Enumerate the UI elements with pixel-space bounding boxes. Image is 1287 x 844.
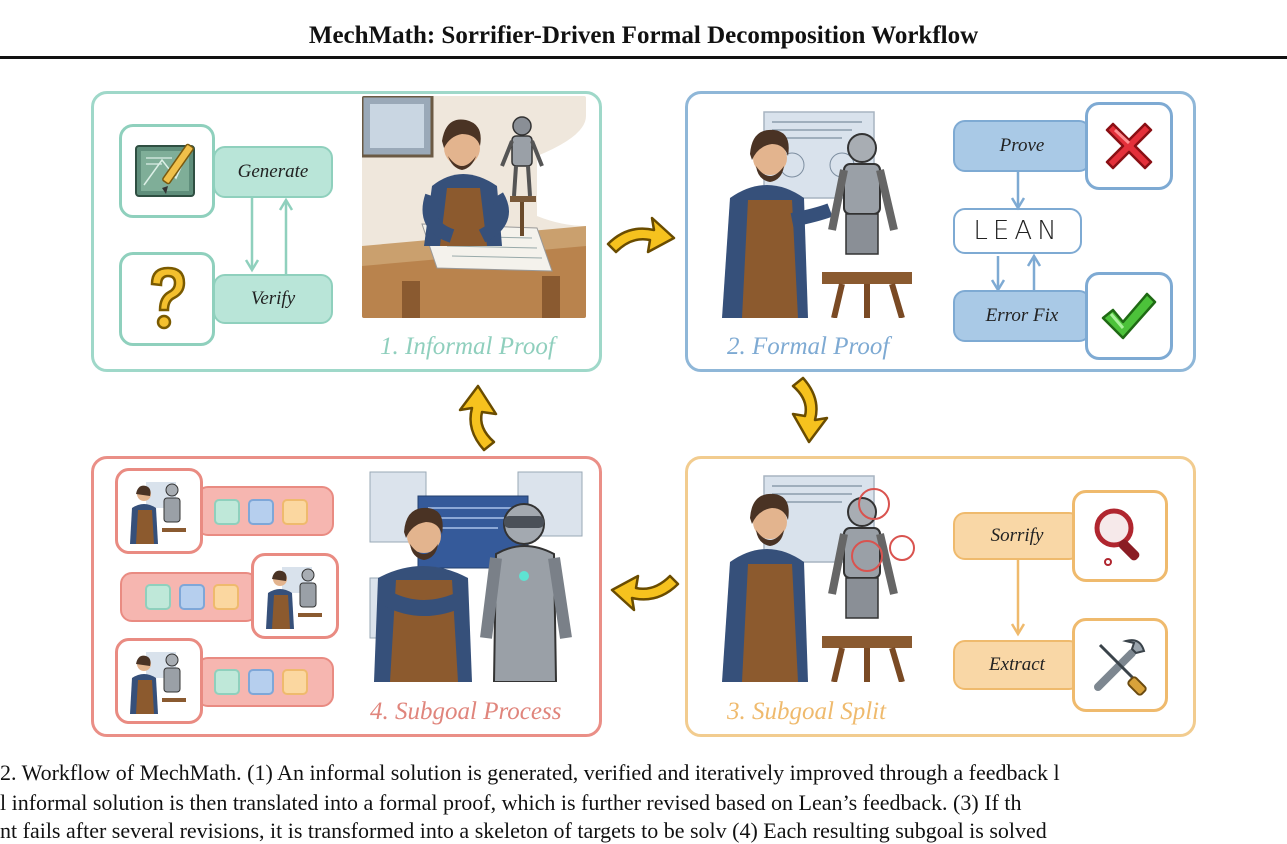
subgoal-row-2-square-blue bbox=[179, 584, 205, 610]
craftsman-robot-highlighted-illustration bbox=[712, 474, 934, 682]
title-rule bbox=[0, 56, 1287, 59]
sorrify-label: Sorrify bbox=[990, 525, 1044, 546]
craftsman-with-finished-robot-illustration bbox=[368, 468, 586, 682]
subgoal-row-2-square-orange bbox=[213, 584, 239, 610]
extract-label: Extract bbox=[989, 654, 1045, 675]
subgoal-row-3-square-green bbox=[214, 669, 240, 695]
blueprint-pencil-icon bbox=[119, 124, 215, 218]
sorrify-extract-arrow bbox=[1010, 560, 1026, 637]
caption-line-2: l informal solution is then translated i… bbox=[0, 790, 1022, 815]
subgoal-row-3-square-orange bbox=[282, 669, 308, 695]
panel-title-split: 3. Subgoal Split bbox=[727, 698, 887, 725]
craftsman-building-robot-illustration bbox=[712, 110, 934, 318]
panel-title-formal: 2. Formal Proof bbox=[727, 333, 890, 360]
subgoal-row-1-square-blue bbox=[248, 499, 274, 525]
panel-title-process: 4. Subgoal Process bbox=[370, 698, 562, 725]
sorrify-step: Sorrify bbox=[953, 512, 1081, 560]
subgoal-row-1-thumbnail bbox=[115, 468, 203, 554]
caption-line-3: nt fails after several revisions, it is … bbox=[0, 818, 1047, 843]
craftsman-at-workbench-illustration bbox=[362, 96, 586, 318]
caption-line-1: 2. Workflow of MechMath. (1) An informal… bbox=[0, 760, 1060, 785]
error-fix-step: Error Fix bbox=[953, 290, 1091, 342]
prove-step: Prove bbox=[953, 120, 1091, 172]
red-cross-icon bbox=[1085, 102, 1173, 190]
wrench-screwdriver-icon bbox=[1072, 618, 1168, 712]
generate-step: Generate bbox=[213, 146, 333, 198]
curved-yellow-arrow-icon-left bbox=[610, 574, 680, 612]
question-mark-icon bbox=[119, 252, 215, 346]
generate-verify-arrows bbox=[244, 197, 294, 274]
figure-title: MechMath: Sorrifier-Driven Formal Decomp… bbox=[308, 22, 979, 49]
verify-label: Verify bbox=[250, 288, 296, 309]
verify-step: Verify bbox=[213, 274, 333, 324]
subgoal-row-3-square-blue bbox=[248, 669, 274, 695]
curved-yellow-arrow-icon bbox=[606, 216, 676, 254]
generate-label: Generate bbox=[237, 161, 309, 182]
curved-yellow-arrow-icon-down bbox=[791, 376, 829, 444]
prove-label: Prove bbox=[999, 135, 1045, 156]
subgoal-row-2-square-green bbox=[145, 584, 171, 610]
subgoal-row-3-thumbnail bbox=[115, 638, 203, 724]
subgoal-row-1-square-orange bbox=[282, 499, 308, 525]
magnifier-icon bbox=[1072, 490, 1168, 582]
panel-title-informal: 1. Informal Proof bbox=[380, 333, 555, 360]
extract-step: Extract bbox=[953, 640, 1081, 690]
lean-logo-text: LEAN bbox=[973, 216, 1062, 246]
subgoal-row-1-square-green bbox=[214, 499, 240, 525]
curved-yellow-arrow-icon-up bbox=[458, 384, 498, 452]
error-fix-label: Error Fix bbox=[985, 305, 1059, 326]
formal-flow-arrows bbox=[990, 172, 1042, 293]
subgoal-row-2-thumbnail bbox=[251, 553, 339, 639]
green-check-icon bbox=[1085, 272, 1173, 360]
